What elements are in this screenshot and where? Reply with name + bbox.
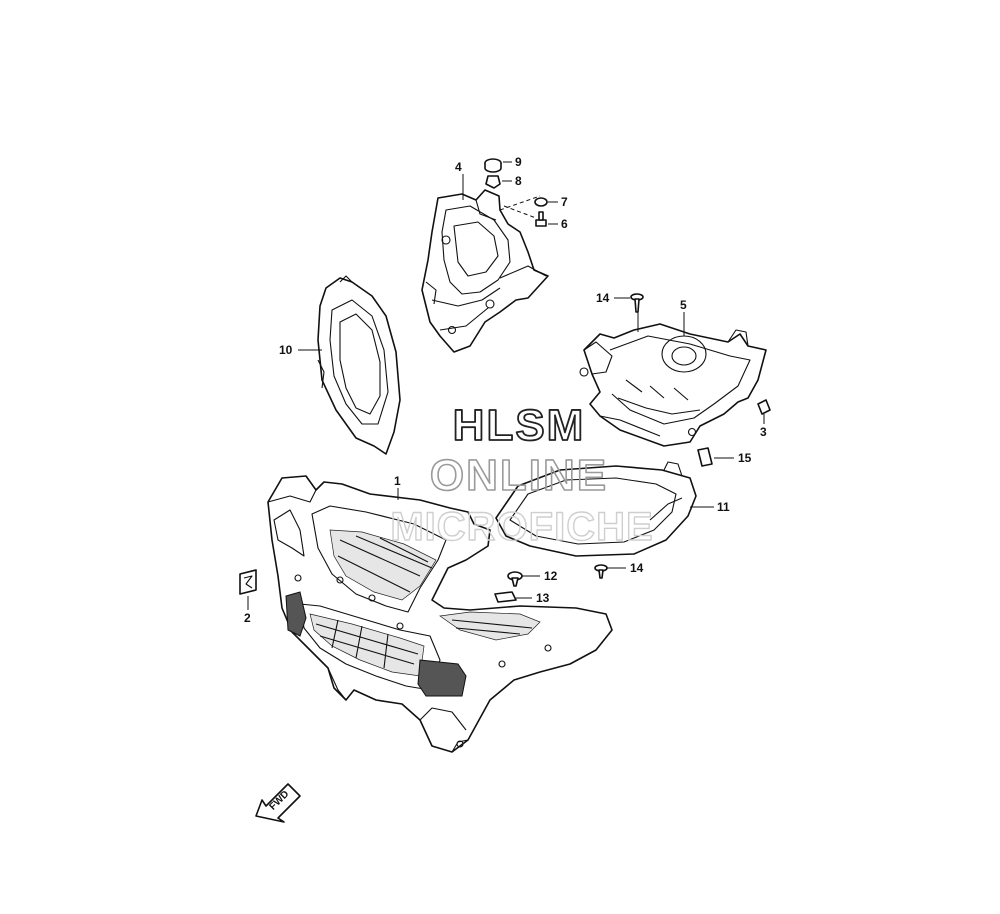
- part-5-mounting-bracket: [579, 323, 767, 447]
- callout-12: 12: [544, 569, 558, 583]
- callout-5: 5: [680, 298, 687, 312]
- part-6-bolt: [535, 211, 547, 227]
- part-10-headlight-bezel: [317, 275, 401, 455]
- part-1-front-panel: [267, 475, 613, 753]
- part-3-clip: [757, 399, 771, 415]
- callout-14-upper: 14: [596, 291, 610, 305]
- callout-10: 10: [279, 343, 293, 357]
- part-9-grommet: [484, 158, 502, 173]
- callouts: 4 9 8 7 6 10 14 5 3 15 11 1 2 12 13 14: [244, 155, 767, 625]
- callout-1: 1: [394, 474, 401, 488]
- callout-13: 13: [536, 591, 550, 605]
- watermark-line-1: HLSM: [453, 401, 586, 450]
- part-8-nut: [485, 175, 501, 189]
- part-13-nut: [494, 591, 517, 603]
- part-12-screw: [507, 571, 523, 587]
- watermark: HLSM ONLINE MICROFICHE: [390, 400, 654, 550]
- leader-lines: [247, 161, 765, 610]
- callout-11: 11: [717, 500, 730, 514]
- part-2-emblem: [239, 569, 257, 595]
- forward-arrow-icon: FWD: [255, 783, 301, 823]
- watermark-line-2: ONLINE: [430, 451, 608, 500]
- callout-4: 4: [455, 160, 462, 174]
- part-14-screw-lower: [594, 564, 608, 579]
- part-11-lamp-bezel: [495, 461, 697, 557]
- callout-3: 3: [760, 425, 767, 439]
- callout-9: 9: [515, 155, 522, 169]
- callout-8: 8: [515, 174, 522, 188]
- callout-2: 2: [244, 611, 251, 625]
- part-14-screw-upper: [630, 293, 644, 313]
- callout-6: 6: [561, 217, 568, 231]
- part-15-speed-nut: [697, 447, 713, 467]
- part-4-headlight-housing: [421, 189, 549, 353]
- watermark-line-3: MICROFICHE: [390, 505, 653, 549]
- callout-14-lower: 14: [630, 561, 644, 575]
- callout-15: 15: [738, 451, 752, 465]
- part-7-washer: [534, 197, 548, 207]
- callout-7: 7: [561, 195, 568, 209]
